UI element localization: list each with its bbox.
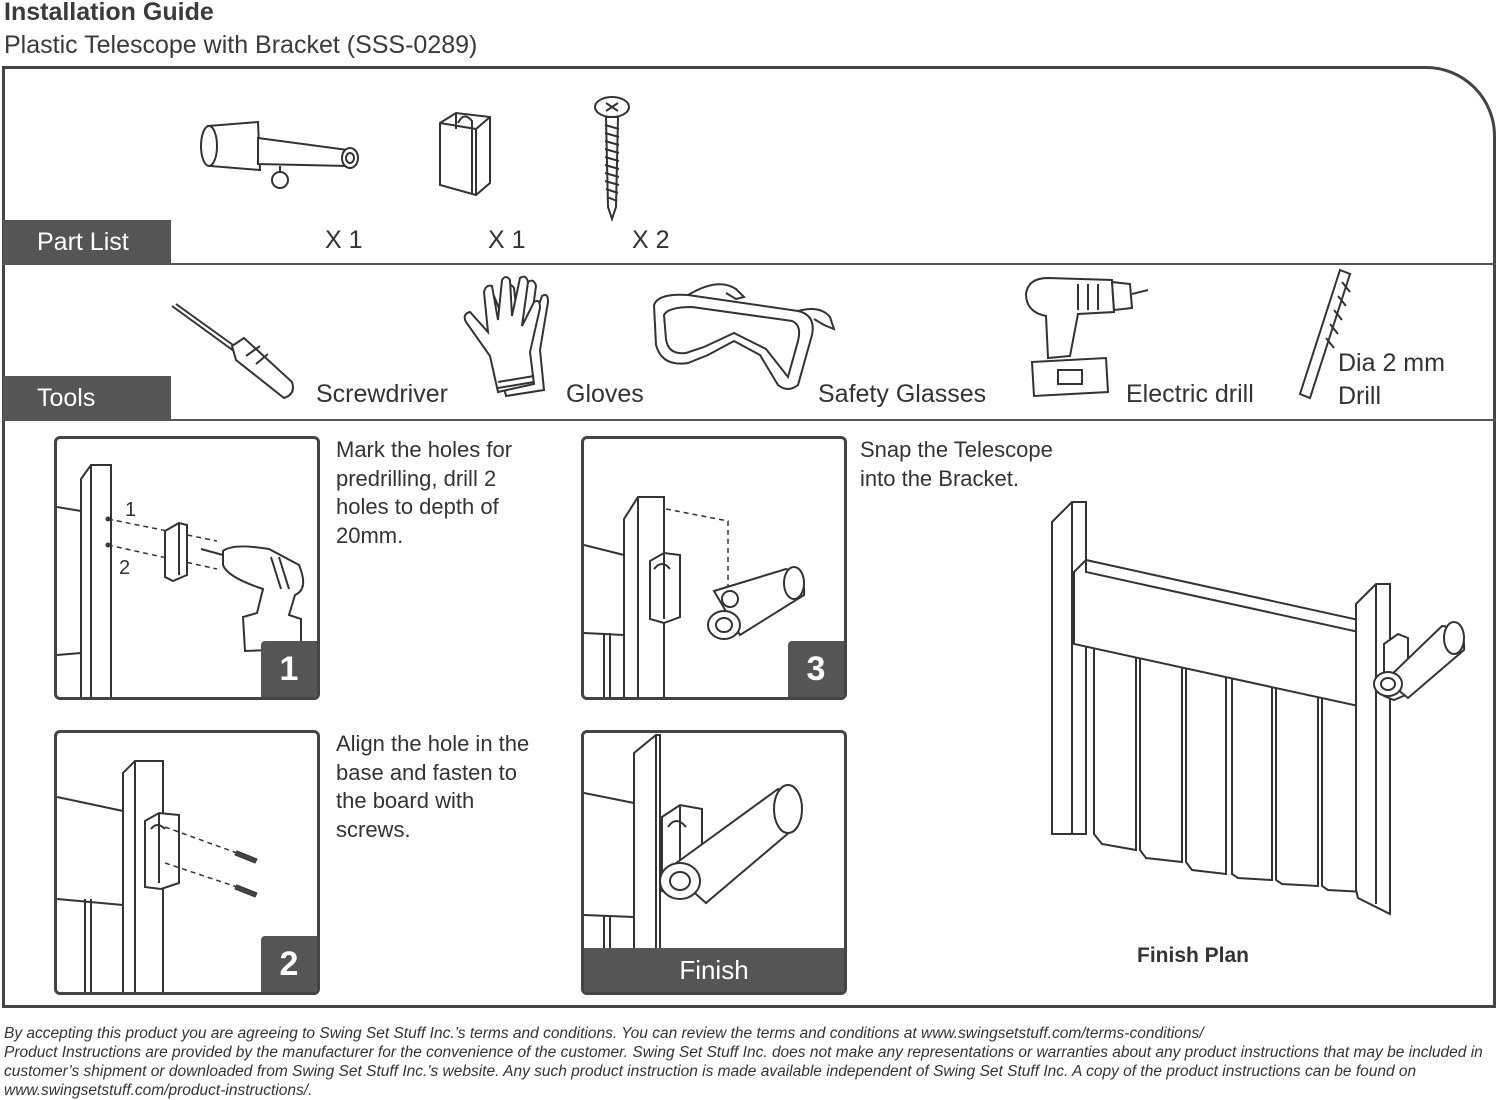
hole-label-1: 1 xyxy=(125,499,137,521)
finish-plan-illustration xyxy=(1051,501,1466,916)
safety-glasses-icon xyxy=(652,283,836,390)
screwdriver-label: Screwdriver xyxy=(316,380,448,408)
screw-icon xyxy=(594,96,630,223)
step-1-number: 1 xyxy=(261,641,317,697)
bracket-icon xyxy=(439,111,491,197)
footer-disclaimer: Product Instructions are provided by the… xyxy=(4,1044,1483,1099)
bracket-qty: X 1 xyxy=(488,226,526,254)
telescope-icon xyxy=(200,120,359,189)
screw-qty: X 2 xyxy=(632,226,670,254)
step-3-illustration xyxy=(584,496,806,697)
page-title: Installation Guide xyxy=(4,0,214,26)
step-2-number: 2 xyxy=(261,936,317,992)
finish-illustration xyxy=(584,734,803,954)
gloves-icon xyxy=(463,275,550,398)
page-subtitle: Plastic Telescope with Bracket (SSS-0289… xyxy=(4,31,478,59)
electric-drill-icon xyxy=(1024,276,1149,398)
telescope-qty: X 1 xyxy=(325,226,363,254)
step-1-illustration xyxy=(57,464,305,697)
screwdriver-icon xyxy=(171,303,294,400)
safety-glasses-label: Safety Glasses xyxy=(818,380,987,408)
hole-label-2: 2 xyxy=(119,557,131,579)
step-2-panel: 2 xyxy=(54,730,320,995)
drill-bit-label: Dia 2 mm Drill xyxy=(1338,349,1445,410)
part-list-tab: Part List xyxy=(3,220,171,264)
section-divider-tools xyxy=(2,419,1496,421)
main-frame xyxy=(2,66,1496,1008)
finish-label-bar: Finish xyxy=(584,948,844,992)
gloves-label: Gloves xyxy=(566,380,644,408)
step-2-text: Align the hole in the base and fasten to… xyxy=(336,731,530,842)
step-1-text: Mark the holes for predrilling, drill 2 … xyxy=(336,437,513,548)
tools-tab: Tools xyxy=(3,376,171,420)
step-3-text: Snap the Telescope into the Bracket. xyxy=(860,437,1053,491)
electric-drill-label: Electric drill xyxy=(1126,380,1254,408)
finish-plan-label: Finish Plan xyxy=(1137,944,1250,967)
footer-terms: By accepting this product you are agreei… xyxy=(4,1025,1204,1042)
drill-bit-icon xyxy=(1298,268,1352,400)
step-1-panel: 1 2 1 xyxy=(54,436,320,700)
finish-panel: Finish xyxy=(581,730,847,995)
step-3-number: 3 xyxy=(788,641,844,697)
step-2-illustration xyxy=(57,760,258,992)
section-divider-parts xyxy=(2,263,1496,265)
step-3-panel: 3 xyxy=(581,436,847,700)
